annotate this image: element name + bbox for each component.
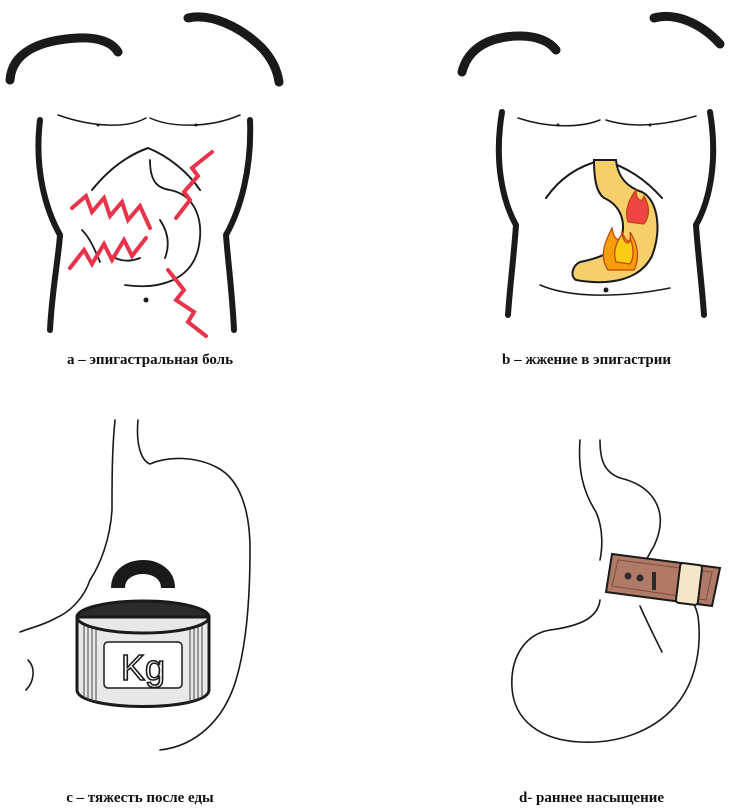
panel-d: d- раннее насыщение — [440, 420, 733, 809]
stomach-with-belt-icon — [440, 420, 733, 790]
stomach-with-weight-icon: Kg — [0, 420, 300, 790]
caption-b: b – жжение в эпигастрии — [440, 352, 733, 369]
panel-a: а – эпигастральная боль — [0, 0, 300, 390]
torso-with-lightning-pain-icon — [0, 0, 300, 330]
panel-c: Kg с – тяжесть после еды — [0, 420, 300, 809]
torso-with-burning-stomach-icon — [440, 0, 733, 330]
caption-d: d- раннее насыщение — [450, 790, 733, 807]
caption-a: а – эпигастральная боль — [20, 352, 280, 369]
belt-icon — [606, 554, 720, 606]
weight-label: Kg — [121, 647, 165, 688]
caption-c: с – тяжесть после еды — [0, 790, 280, 807]
panel-b: b – жжение в эпигастрии — [440, 0, 733, 390]
